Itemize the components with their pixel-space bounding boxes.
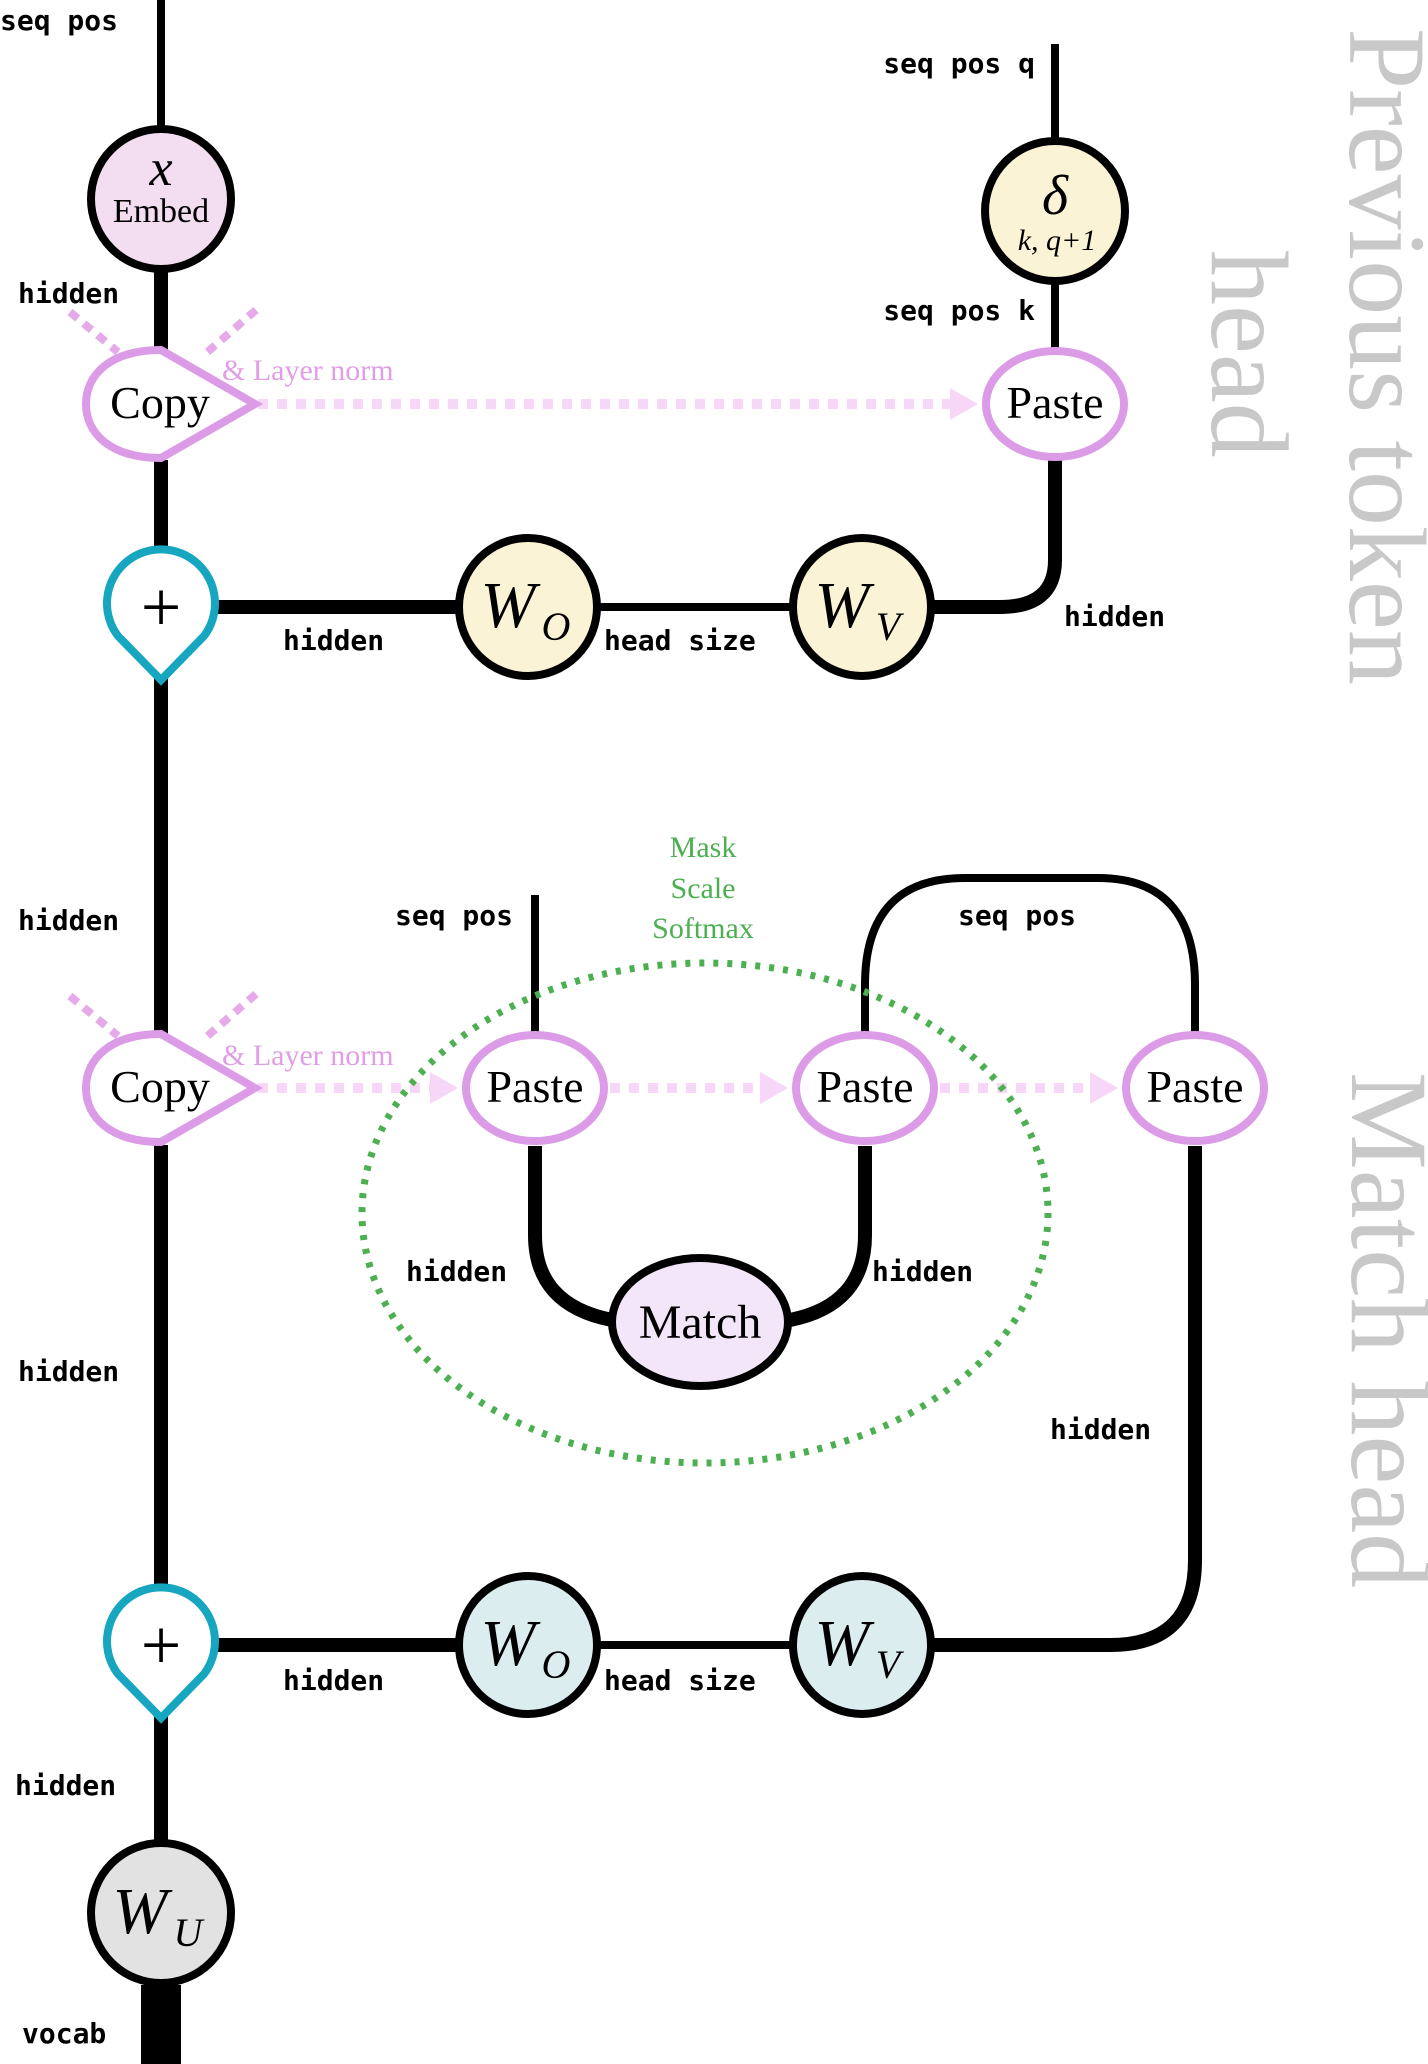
label-seq-pos-arc: seq pos xyxy=(958,899,1076,932)
label-hidden-ov1-out: hidden xyxy=(283,624,384,657)
seq-pos-arc-wire xyxy=(861,874,1199,1035)
delta-node: δ k, q+1 xyxy=(981,137,1129,285)
annotations: & Layer norm & Layer norm Mask Scale Sof… xyxy=(222,354,754,1072)
label-hidden-ov1-in: hidden xyxy=(1064,600,1165,633)
paste-label-b: Paste xyxy=(816,1061,913,1112)
copy-arrowhead-bottom-3 xyxy=(1090,1072,1118,1104)
paste-node-delta: Paste xyxy=(982,347,1128,461)
copy-split-top-right xyxy=(201,306,259,359)
wo-node-1: W O xyxy=(455,534,601,680)
paste-c-wv2-wire xyxy=(930,1146,1202,1652)
wu-symbol: W xyxy=(113,1875,173,1948)
paste-label-c: Paste xyxy=(1146,1061,1243,1112)
wo-2-symbol: W xyxy=(481,1607,541,1680)
layer-norm-note-1: & Layer norm xyxy=(222,354,394,387)
section-titles: Previous token head Match head xyxy=(1188,28,1428,1588)
plus-node-1: + xyxy=(103,545,219,686)
label-seq-pos-q: seq pos q xyxy=(883,47,1035,80)
delta-subscript: k, q+1 xyxy=(1018,224,1097,257)
match-label: Match xyxy=(639,1296,762,1349)
copy-split-bottom-left xyxy=(67,992,121,1040)
title-previous-token: Previous token xyxy=(1326,28,1428,685)
wv-2-subscript: V xyxy=(876,1642,905,1687)
match-node: Match xyxy=(608,1254,792,1390)
wu-node: W U xyxy=(87,1839,235,1987)
label-hidden-resid-4: hidden xyxy=(15,1769,116,1802)
paste-label-a: Paste xyxy=(486,1061,583,1112)
label-seq-pos-k: seq pos k xyxy=(883,294,1035,327)
paste-node-c: Paste xyxy=(1122,1031,1268,1145)
attention-pattern-ellipse xyxy=(358,959,1052,1467)
label-seq-pos-top: seq pos xyxy=(0,4,118,37)
wo-1-symbol: W xyxy=(481,569,541,642)
label-head-size-1: head size xyxy=(604,624,756,657)
wires xyxy=(141,0,1202,2064)
wo-1-subscript: O xyxy=(542,604,571,649)
label-hidden-1: hidden xyxy=(18,277,119,310)
label-vocab: vocab xyxy=(22,2017,106,2050)
copy-paste-arrows xyxy=(67,306,1118,1104)
wv-1-symbol: W xyxy=(815,569,875,642)
label-seq-pos-match: seq pos xyxy=(395,899,513,932)
embed-node: x Embed xyxy=(87,125,235,273)
paste-b-match-wire xyxy=(788,1146,872,1327)
scale-note: Scale xyxy=(671,872,736,905)
paste-node-b: Paste xyxy=(792,1031,938,1145)
title-match-head: Match head xyxy=(1328,1072,1428,1588)
paste-to-wv1-wire xyxy=(930,460,1062,614)
title-previous-token-head: head xyxy=(1188,250,1310,458)
copy-label-1: Copy xyxy=(110,377,210,428)
label-hidden-match-right: hidden xyxy=(872,1255,973,1288)
copy-node-2: Copy xyxy=(81,1029,264,1147)
wo-node-2: W O xyxy=(455,1572,601,1718)
plus-symbol-1: + xyxy=(141,567,182,647)
wv-1-subscript: V xyxy=(876,604,905,649)
copy-arrowhead-top xyxy=(950,388,978,420)
wire-labels: seq pos hidden seq pos q seq pos k hidde… xyxy=(0,4,1165,2050)
wv-node-1: W V xyxy=(789,534,935,680)
paste-node-a: Paste xyxy=(462,1031,608,1145)
wv-node-2: W V xyxy=(789,1572,935,1718)
wu-subscript: U xyxy=(174,1910,206,1955)
label-hidden-ov2-out: hidden xyxy=(283,1664,384,1697)
label-hidden-match-left: hidden xyxy=(406,1255,507,1288)
copy-arrowhead-bottom-2 xyxy=(760,1072,788,1104)
copy-arrowhead-bottom-1 xyxy=(430,1072,458,1104)
delta-symbol: δ xyxy=(1042,165,1069,227)
plus-node-2: + xyxy=(103,1583,219,1724)
embed-label: Embed xyxy=(113,193,209,230)
embed-symbol: x xyxy=(148,140,172,197)
layer-norm-note-2: & Layer norm xyxy=(222,1039,394,1072)
copy-node-1: Copy xyxy=(81,345,264,463)
copy-label-2: Copy xyxy=(110,1061,210,1112)
copy-split-bottom-right xyxy=(201,990,259,1043)
label-hidden-resid-3: hidden xyxy=(18,1355,119,1388)
label-head-size-2: head size xyxy=(604,1664,756,1697)
label-hidden-resid-2: hidden xyxy=(18,904,119,937)
plus-symbol-2: + xyxy=(141,1605,182,1685)
copy-split-top-left xyxy=(67,308,121,356)
paste-label-delta: Paste xyxy=(1006,377,1103,428)
wo-2-subscript: O xyxy=(542,1642,571,1687)
softmax-note: Softmax xyxy=(652,912,754,945)
mask-note: Mask xyxy=(670,831,737,864)
paste-a-match-wire xyxy=(528,1146,614,1327)
wv-2-symbol: W xyxy=(815,1607,875,1680)
label-hidden-ov2-in: hidden xyxy=(1050,1413,1151,1446)
